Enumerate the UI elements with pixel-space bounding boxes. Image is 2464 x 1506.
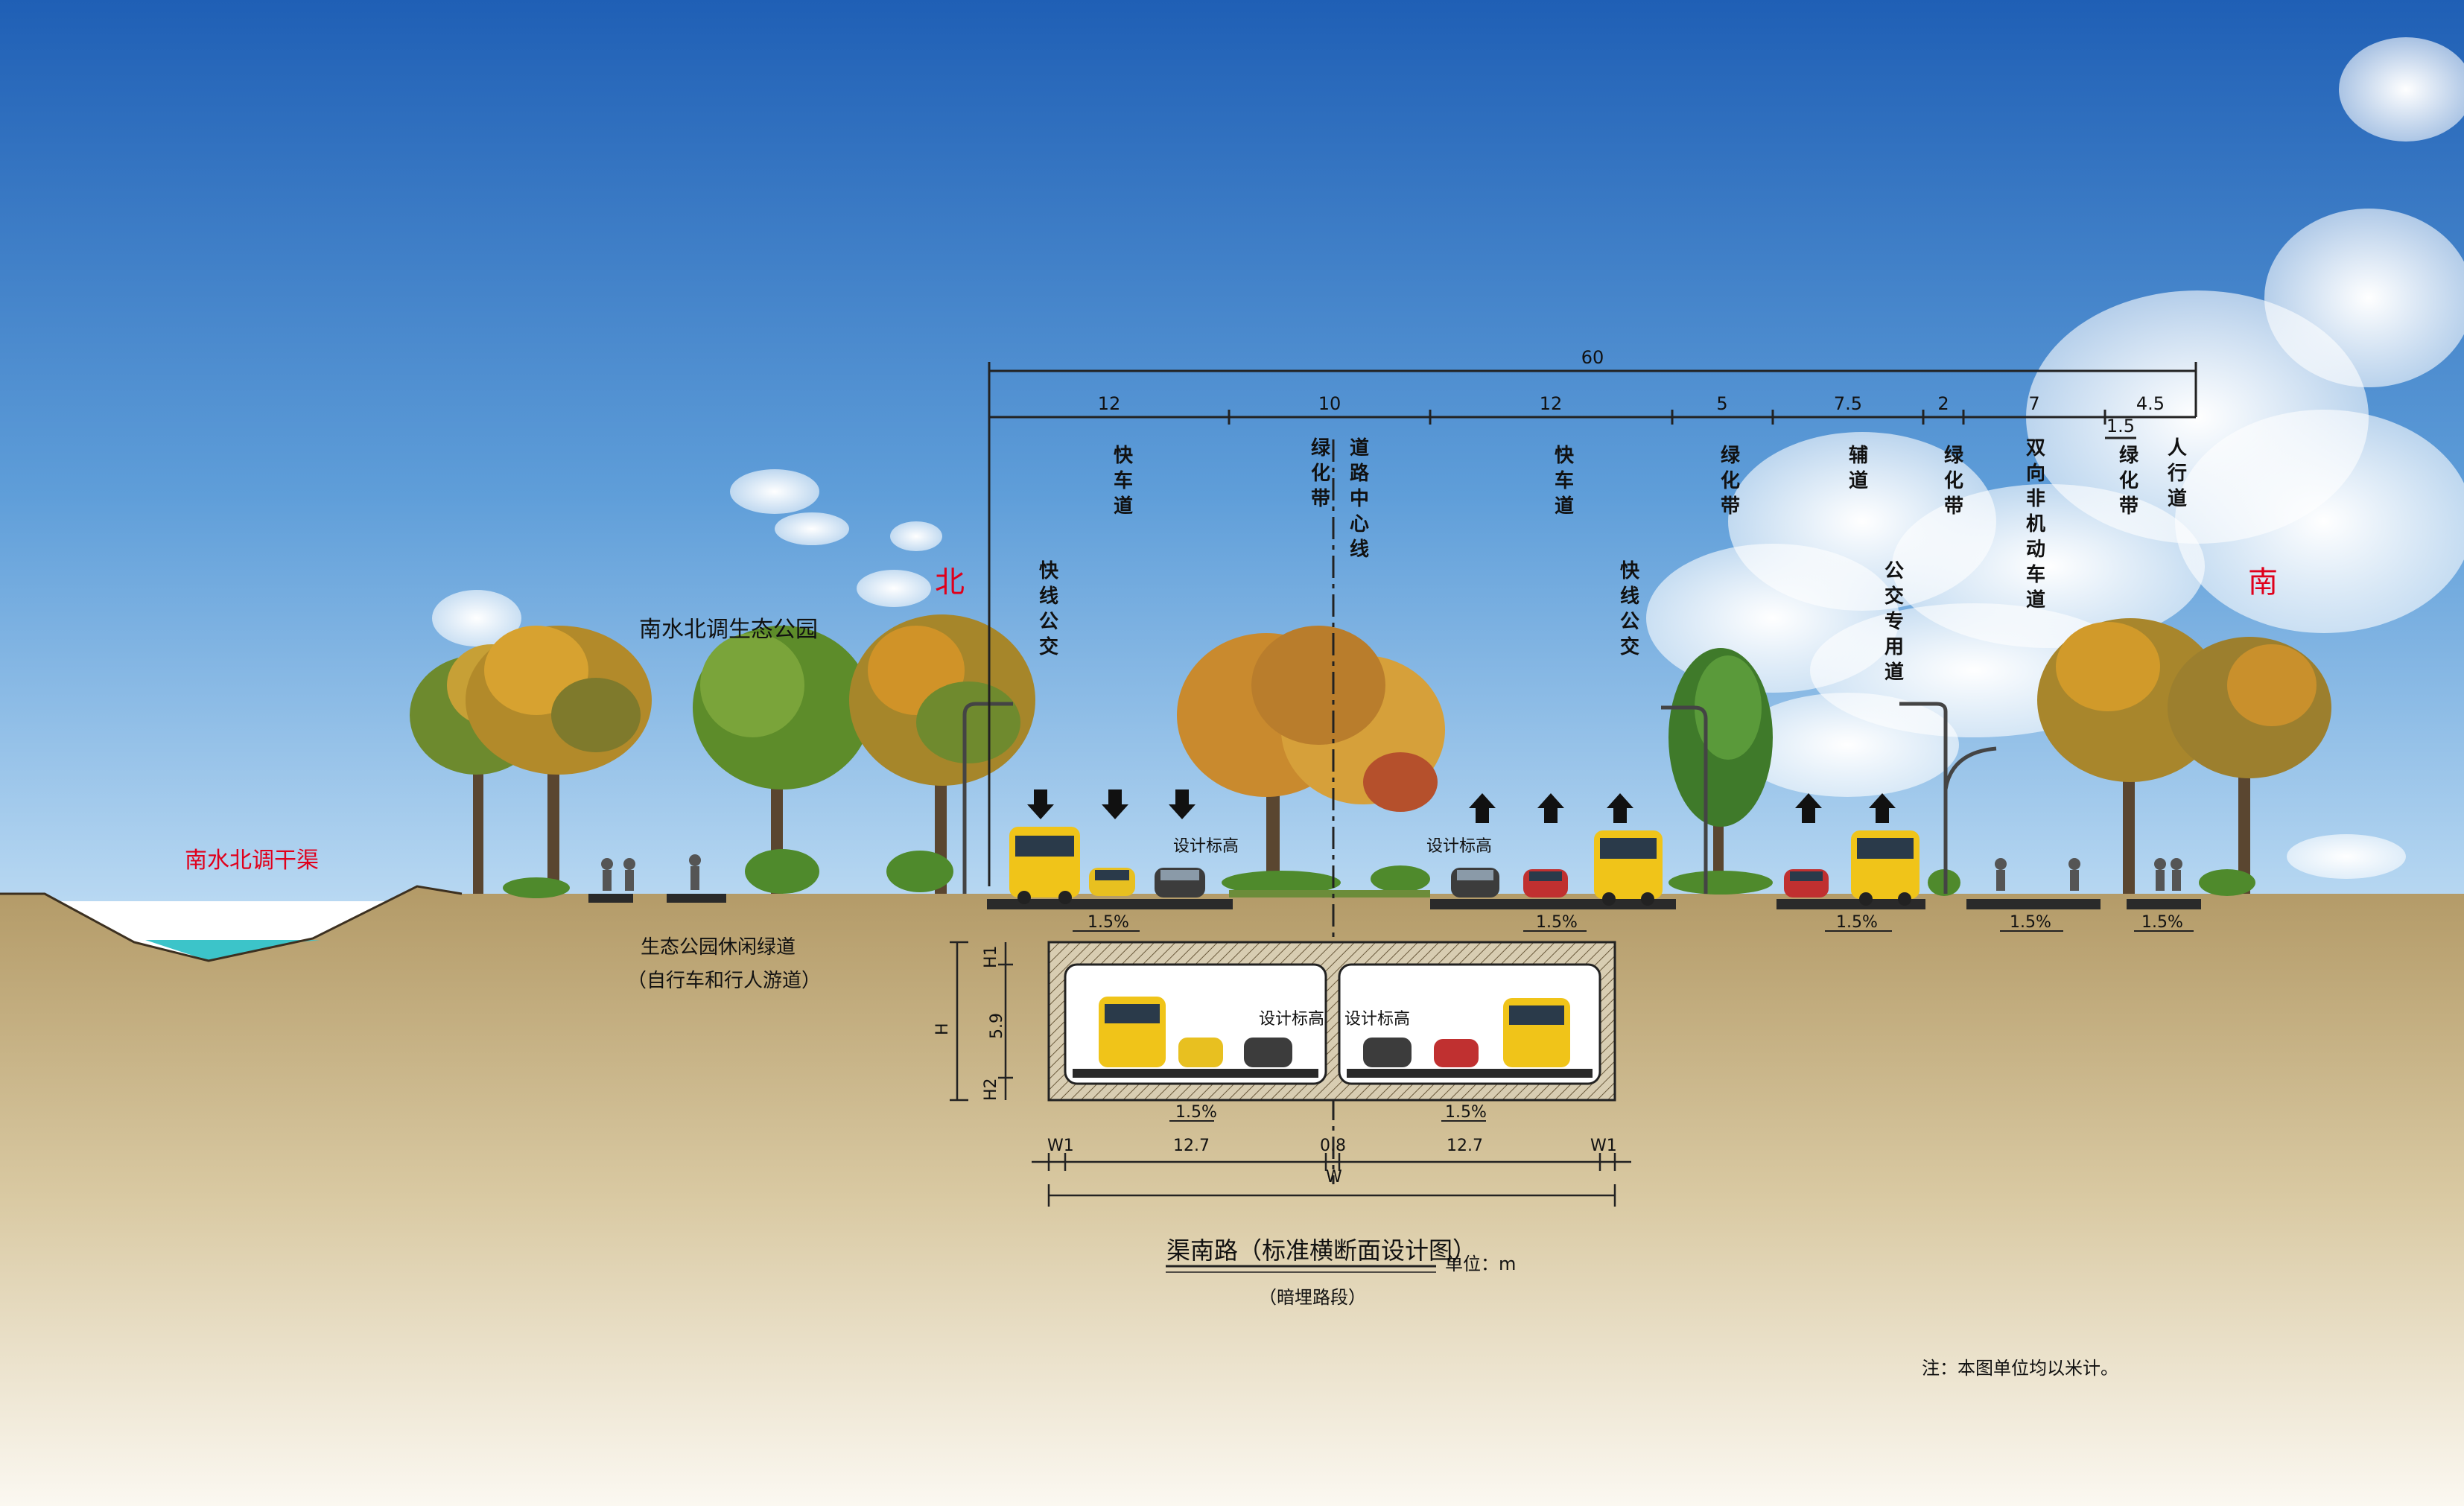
top-dim-labels: 60 12 10 12 5 7.5 2 7 4.51.5 bbox=[1098, 347, 2165, 436]
lane-label-green3: 绿化带 bbox=[2119, 445, 2139, 518]
diagram-subtitle: （暗埋路段） bbox=[1259, 1287, 1366, 1308]
dim-h1: H1 bbox=[982, 945, 1000, 968]
dim-h: H bbox=[933, 1023, 952, 1035]
arrow-up-icon bbox=[1469, 793, 1496, 823]
bus-left bbox=[1009, 827, 1080, 904]
car-red-aux bbox=[1784, 869, 1829, 897]
lane-label-brt-left: 快线公交 bbox=[1039, 560, 1059, 658]
arrow-up-icon bbox=[1795, 793, 1822, 823]
lane-labels: 快车道绿化带道路中心线快车道绿化带辅道绿化带双向非机动车道绿化带人行道快线公交快… bbox=[1039, 436, 2187, 684]
dim-w: W bbox=[1326, 1168, 1342, 1186]
dim-left-width: 12.7 bbox=[1173, 1137, 1210, 1155]
tunnel-dimensions bbox=[950, 941, 1631, 1207]
north-label: 北 bbox=[935, 565, 965, 600]
dim-mid: 0.8 bbox=[1320, 1137, 1346, 1155]
slope-2: 1.5% bbox=[1536, 913, 1578, 932]
slope-arrows bbox=[1073, 930, 2194, 1122]
dim-segment: 12 bbox=[1098, 393, 1121, 414]
bus-right bbox=[1594, 830, 1663, 906]
lane-label-aux: 辅道 bbox=[1849, 445, 1868, 492]
dim-h2: H2 bbox=[982, 1078, 1000, 1101]
design-elev-3: 设计标高 bbox=[1259, 1010, 1324, 1029]
slope-6: 1.5% bbox=[1175, 1103, 1217, 1122]
dim-h-val: 5.9 bbox=[988, 1013, 1006, 1039]
design-elev-4: 设计标高 bbox=[1344, 1010, 1410, 1029]
greenway-label: 生态公园休闲绿道 bbox=[641, 936, 796, 959]
dim-segment: 12 bbox=[1540, 393, 1563, 414]
clouds bbox=[432, 37, 2464, 879]
slope-7: 1.5% bbox=[1445, 1103, 1487, 1122]
south-label: 南 bbox=[2248, 565, 2278, 600]
unit-label: 单位：m bbox=[1445, 1254, 1516, 1274]
tree-left-2 bbox=[466, 626, 652, 894]
lane-label-sidewalk: 人行道 bbox=[2167, 437, 2187, 510]
canal-label: 南水北调干渠 bbox=[185, 848, 319, 874]
arrow-down-icon bbox=[1169, 789, 1196, 819]
slope-1: 1.5% bbox=[1087, 913, 1129, 932]
dim-segment: 4.5 bbox=[2136, 393, 2165, 414]
arrow-down-icon bbox=[1027, 789, 1054, 819]
lane-label-nonmotor: 双向非机动车道 bbox=[2026, 437, 2045, 611]
arrow-up-icon bbox=[1607, 793, 1633, 823]
slope-4: 1.5% bbox=[2010, 913, 2051, 932]
tree-right-1 bbox=[2037, 618, 2223, 894]
lane-label-brt-right: 快线公交 bbox=[1620, 560, 1640, 658]
dim-segment: 10 bbox=[1318, 393, 1341, 414]
arrow-up-icon bbox=[1537, 793, 1564, 823]
diagram-title: 渠南路（标准横断面设计图） bbox=[1166, 1236, 1476, 1265]
dim-segment: 7.5 bbox=[1834, 393, 1862, 414]
dim-total: 60 bbox=[1581, 347, 1604, 368]
dim-segment: 7 bbox=[2028, 393, 2039, 414]
vehicles-surface bbox=[1009, 827, 1920, 906]
dim-w1-left: W1 bbox=[1047, 1137, 1074, 1155]
lane-label-green1: 绿化带 bbox=[1721, 445, 1741, 518]
greenway-sub-label: （自行车和行人游道） bbox=[627, 970, 821, 992]
lane-label-centerline: 道路中心线 bbox=[1350, 436, 1370, 561]
dim-segment: 5 bbox=[1716, 393, 1727, 414]
tunnel-vehicles bbox=[1099, 997, 1570, 1067]
note: 注：本图单位均以米计。 bbox=[1922, 1358, 2118, 1379]
lane-label-express-right: 快车道 bbox=[1555, 445, 1575, 518]
tunnel bbox=[1047, 941, 1616, 1102]
design-elev-1: 设计标高 bbox=[1173, 837, 1239, 856]
slope-3: 1.5% bbox=[1836, 913, 1878, 932]
design-elev-2: 设计标高 bbox=[1426, 837, 1492, 856]
dim-w1-right: W1 bbox=[1590, 1137, 1617, 1155]
car-red-right bbox=[1523, 869, 1568, 897]
car-grey-left bbox=[1155, 868, 1205, 897]
street-lamps bbox=[962, 702, 1997, 894]
dim-segment: 2 bbox=[1937, 393, 1949, 414]
bus-aux bbox=[1851, 830, 1920, 906]
top-dimensions bbox=[988, 362, 2197, 886]
pedestrians bbox=[601, 854, 2182, 891]
slope-5: 1.5% bbox=[2141, 913, 2183, 932]
lane-label-bus-lane: 公交专用道 bbox=[1884, 560, 1904, 684]
tree-median bbox=[1177, 626, 1445, 894]
car-yellow-left bbox=[1089, 868, 1135, 896]
tree-left-3 bbox=[693, 626, 871, 894]
park-label: 南水北调生态公园 bbox=[639, 617, 818, 643]
car-grey-right bbox=[1451, 868, 1499, 897]
arrow-up-icon bbox=[1869, 793, 1896, 823]
lane-label-green2: 绿化带 bbox=[1944, 445, 1964, 518]
tree-conifer bbox=[1668, 648, 1773, 894]
dim-right-width: 12.7 bbox=[1447, 1137, 1483, 1155]
tree-right-2 bbox=[2168, 637, 2331, 894]
dim-sub: 1.5 bbox=[2106, 416, 2135, 436]
lane-label-express-left: 快车道 bbox=[1114, 445, 1134, 518]
lane-label-median: 绿化带 bbox=[1311, 437, 1331, 510]
arrow-down-icon bbox=[1102, 789, 1128, 819]
